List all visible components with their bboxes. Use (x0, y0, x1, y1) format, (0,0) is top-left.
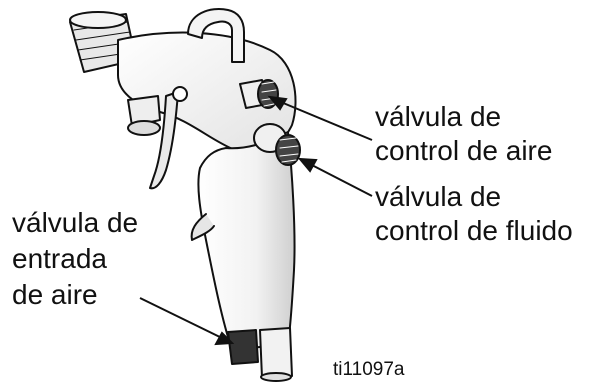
fluid-control-leader (306, 162, 372, 196)
fluid-control-arrowhead (300, 159, 316, 171)
figure-id: ti11097a (333, 359, 405, 381)
air-inlet-valve (228, 328, 292, 381)
air-control-label-line-2: control de aire (375, 134, 552, 168)
air-inlet-label-line-3: de aire (12, 277, 138, 313)
air-inlet-label-line-1: válvula de (12, 205, 138, 241)
fluid-control-valve-label: válvula de control de fluido (375, 180, 573, 248)
fluid-control-label-line-2: control de fluido (375, 214, 573, 248)
air-control-label-line-1: válvula de (375, 100, 552, 134)
trigger-pivot (173, 87, 187, 101)
fluid-control-label-line-1: válvula de (375, 180, 573, 214)
air-inlet-label-line-2: entrada (12, 241, 138, 277)
air-inlet-leader (140, 298, 226, 340)
gun-handle (198, 132, 294, 350)
fluid-inlet-fitting (128, 96, 160, 135)
air-control-valve-label: válvula de control de aire (375, 100, 552, 168)
air-control-valve (240, 80, 278, 108)
air-inlet-valve-label: válvula de entrada de aire (12, 205, 138, 313)
